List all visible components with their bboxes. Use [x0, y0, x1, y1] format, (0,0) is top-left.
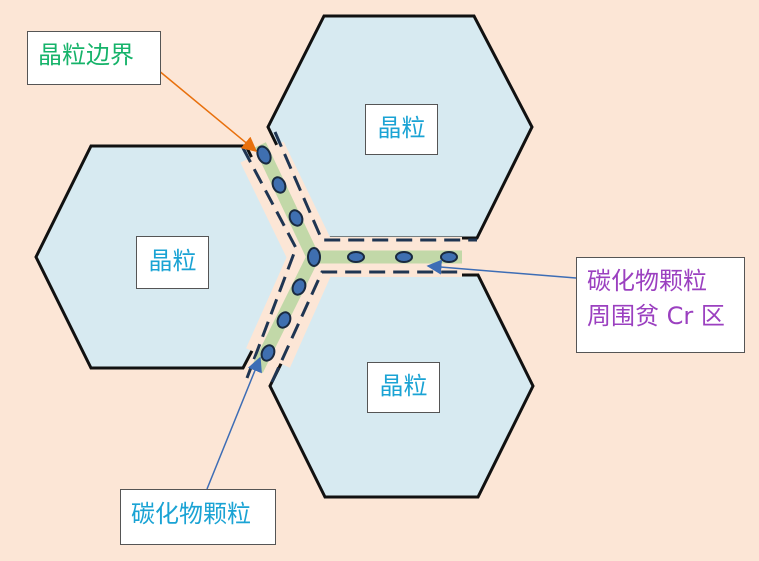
carbide-particle: [260, 344, 276, 362]
depleted-zone-arrow: [426, 259, 577, 279]
carbide-particles: [256, 145, 458, 362]
carbide-particle: [347, 251, 365, 263]
grain-label-left: 晶粒: [136, 236, 209, 289]
carbide-particle: [271, 176, 287, 194]
carbide-particle-label: 碳化物颗粒: [120, 489, 276, 545]
cr-depleted-label-line2: 周围贫 Cr 区: [587, 301, 725, 330]
carbide-particle: [256, 145, 272, 165]
dashed-zone-outline: [241, 131, 477, 383]
grain-boundary-arrow: [157, 69, 258, 152]
cr-depleted-label-line1: 碳化物颗粒: [587, 267, 707, 295]
grain-boundary-label: 晶粒边界: [27, 31, 161, 85]
carbide-particle: [440, 251, 458, 263]
carbide-particle: [395, 251, 413, 263]
grain-label-top: 晶粒: [365, 104, 438, 155]
carbide-particle: [288, 209, 304, 227]
carbide-particle: [307, 247, 321, 267]
grain-label-bottom: 晶粒: [367, 362, 440, 413]
carbide-particle-arrow: [206, 356, 262, 490]
carbide-particle: [276, 311, 292, 329]
cr-depleted-label: 碳化物颗粒 周围贫 Cr 区: [576, 257, 745, 353]
carbide-particle: [291, 278, 307, 296]
